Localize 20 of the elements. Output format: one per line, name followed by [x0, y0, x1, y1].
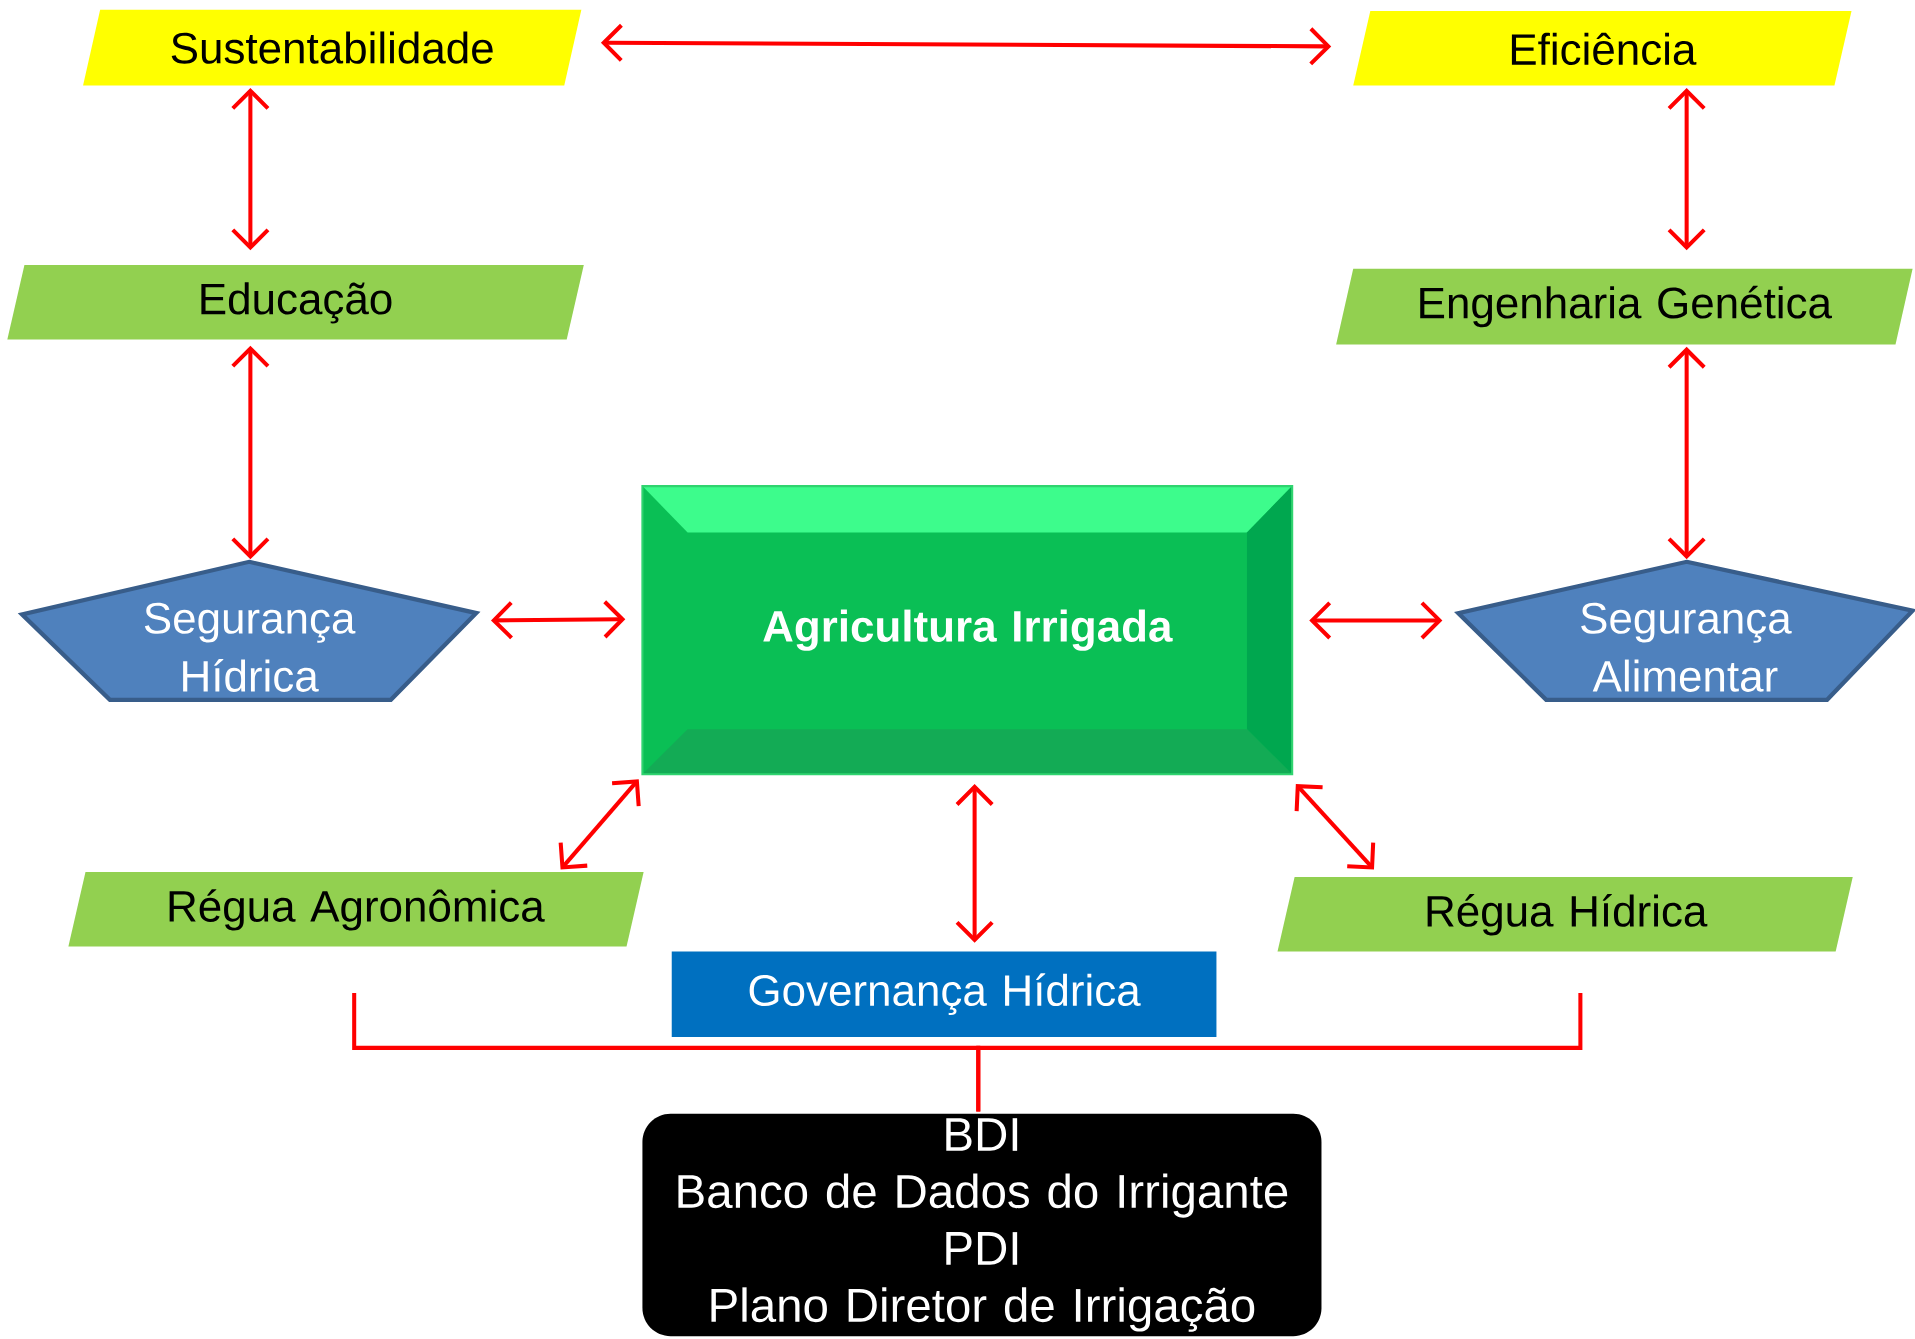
parallelogram-box: Sustentabilidade — [83, 10, 582, 86]
process-box: Governança Hídrica — [671, 951, 1217, 1038]
double-arrow — [231, 88, 270, 251]
double-arrow — [1667, 347, 1706, 560]
parallelogram-box: Régua Agronômica — [68, 872, 644, 947]
double-arrow — [1294, 784, 1376, 870]
double-arrow — [1309, 601, 1443, 640]
double-arrow — [558, 779, 641, 870]
parallelogram-box: Engenharia Genética — [1336, 268, 1913, 345]
parallelogram-box: Educação — [7, 265, 584, 340]
bracket-connector — [976, 993, 1583, 1112]
double-arrow — [600, 24, 1332, 66]
double-arrow — [955, 784, 994, 944]
parallelogram-box: Eficiência — [1353, 11, 1852, 86]
rounded-box: BDI Banco de Dados do Irrigante PDI Plano Diretor de Irrigação — [642, 1114, 1322, 1337]
beveled-box: Agricultura Irrigada — [641, 485, 1294, 776]
parallelogram-box: Régua Hídrica — [1277, 877, 1853, 952]
double-arrow — [1667, 88, 1706, 251]
double-arrow — [491, 600, 626, 640]
double-arrow — [231, 345, 270, 560]
